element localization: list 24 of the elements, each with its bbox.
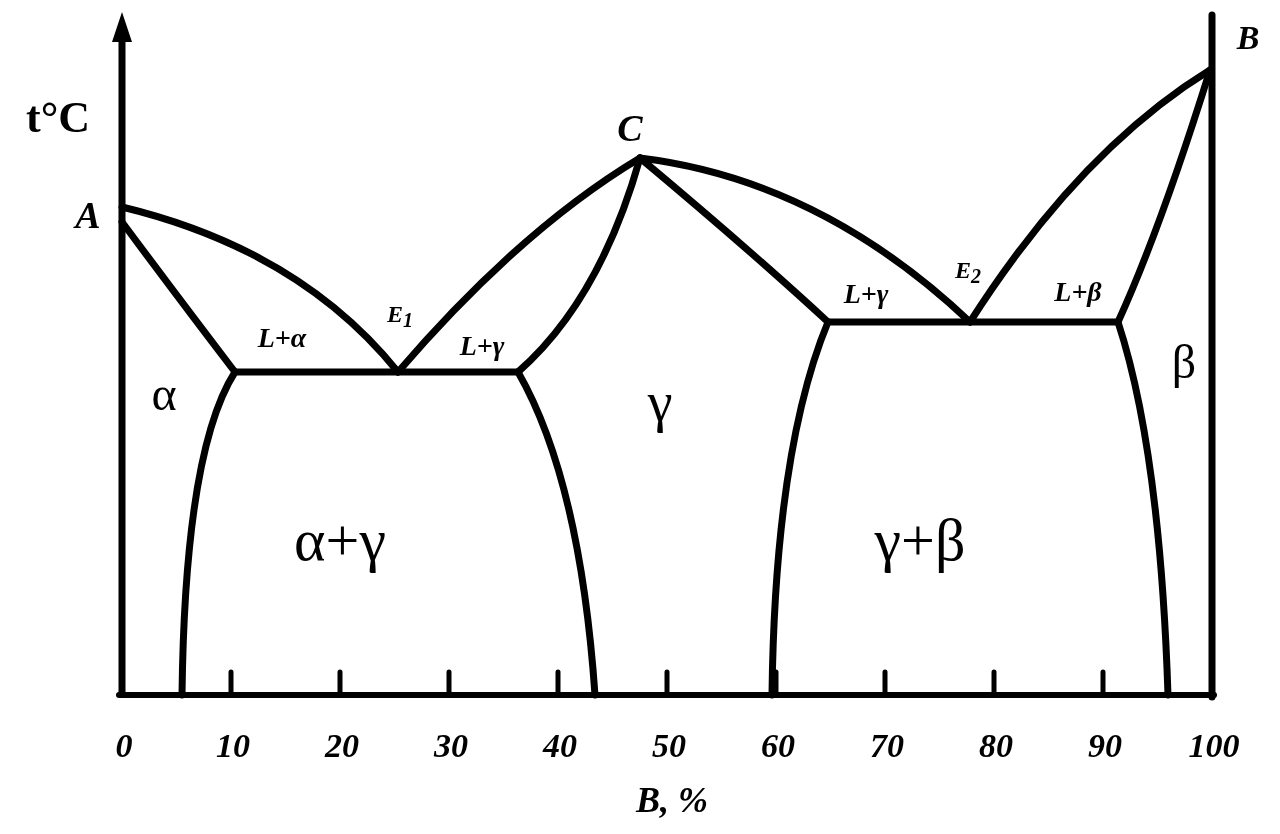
tick-label: 80 (979, 729, 1013, 763)
tick-label: 50 (652, 729, 686, 763)
point-label: A (75, 196, 101, 234)
point-label: B (1236, 21, 1260, 55)
tick-label: 100 (1188, 729, 1240, 763)
tick-label: 20 (325, 729, 359, 763)
point-label: E$_{1}$ (387, 301, 413, 331)
tick-label: 40 (543, 729, 577, 763)
tick-label: 30 (434, 729, 468, 763)
phase-label: L+γ (459, 332, 505, 360)
tick-label: 60 (761, 729, 795, 763)
point-label: C (617, 109, 643, 147)
phase-label: L+γ (843, 280, 889, 308)
tick-label: 90 (1088, 729, 1122, 763)
phase-label: L+β (1054, 278, 1102, 306)
tick-label: 0 (115, 729, 133, 763)
tick-label: 70 (870, 729, 904, 763)
axis-label: B, % (636, 782, 708, 818)
phase-label: β (1171, 338, 1197, 386)
phase-label: L+α (257, 324, 307, 352)
tick-label: 10 (216, 729, 250, 763)
axis-label: t°C (26, 96, 90, 140)
point-label: E$_{2}$ (955, 257, 981, 287)
phase-label: α (151, 370, 177, 418)
